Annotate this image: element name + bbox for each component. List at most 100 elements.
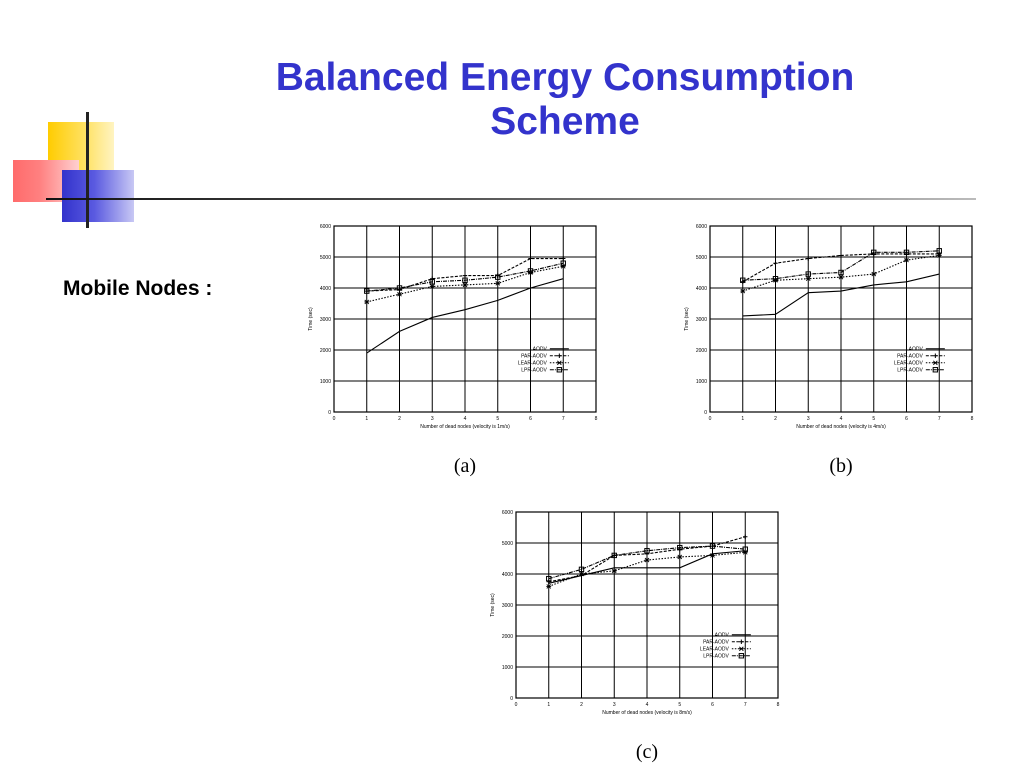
data-point [773, 261, 778, 266]
data-point [740, 279, 745, 284]
data-point [838, 269, 844, 276]
data-point [396, 285, 403, 291]
data-point [429, 284, 435, 289]
data-point [710, 553, 715, 558]
data-point [806, 256, 811, 261]
y-tick-label: 4000 [502, 572, 513, 578]
chart-caption: (a) [454, 455, 476, 477]
chart-grid [515, 511, 779, 699]
data-point [838, 253, 844, 258]
series-aodv [366, 278, 564, 354]
chart-grid [333, 225, 597, 413]
x-tick-label: 5 [872, 416, 875, 422]
legend-marker [738, 646, 744, 652]
y-tick-label: 3000 [502, 603, 513, 609]
data-point [805, 271, 811, 277]
data-point [742, 546, 748, 552]
legend-label: LEAR-AODV [700, 647, 730, 653]
data-point [677, 544, 683, 551]
x-tick-label: 1 [365, 416, 368, 422]
x-tick-label: 2 [398, 416, 401, 422]
x-tick-label: 6 [711, 702, 714, 708]
x-tick-label: 5 [678, 702, 681, 708]
x-tick-label: 7 [938, 416, 941, 422]
x-tick-label: 6 [905, 416, 908, 422]
series-lpr-aodv [740, 248, 942, 283]
x-axis-label: Number of dead nodes (velocity is 1m/s) [420, 424, 510, 430]
y-tick-label: 4000 [696, 286, 707, 292]
decor-vertical-line [86, 112, 89, 228]
data-point [709, 543, 716, 549]
x-tick-label: 0 [709, 416, 712, 422]
data-point [364, 288, 370, 294]
legend-marker [556, 367, 563, 373]
legend-marker [556, 360, 562, 366]
section-label: Mobile Nodes : [63, 277, 213, 300]
x-tick-label: 8 [595, 416, 598, 422]
data-point [677, 554, 683, 560]
y-tick-label: 1000 [502, 665, 513, 671]
series-line [742, 250, 940, 281]
x-tick-label: 1 [547, 702, 550, 708]
x-tick-label: 2 [774, 416, 777, 422]
legend-label: PAR-AODV [521, 354, 547, 360]
y-tick-label: 6000 [696, 224, 707, 230]
y-axis-label: Time (sec) [490, 593, 496, 617]
x-tick-label: 3 [613, 702, 616, 708]
x-tick-label: 6 [529, 416, 532, 422]
legend-label: AODV [533, 347, 548, 353]
slide-title-line-2: Scheme [490, 100, 640, 143]
y-tick-label: 5000 [502, 541, 513, 547]
x-axis-label: Number of dead nodes (velocity is 8m/s) [602, 710, 692, 716]
y-tick-label: 0 [328, 410, 331, 416]
data-point [871, 249, 877, 256]
x-tick-label: 4 [646, 702, 649, 708]
y-tick-label: 2000 [696, 348, 707, 354]
data-point [644, 548, 650, 554]
legend-label: PAR-AODV [703, 640, 729, 646]
x-tick-label: 7 [744, 702, 747, 708]
data-point [430, 276, 435, 281]
data-point [936, 253, 942, 258]
slide-title-line-1: Balanced Energy Consumption [275, 56, 855, 99]
legend-marker [557, 353, 562, 358]
legend-marker [933, 353, 938, 358]
legend-marker [738, 653, 745, 659]
x-tick-label: 4 [840, 416, 843, 422]
data-point [546, 579, 551, 584]
x-tick-label: 3 [807, 416, 810, 422]
y-axis-label: Time (sec) [684, 307, 690, 331]
plot-frame [709, 225, 973, 413]
legend-label: AODV [909, 347, 924, 353]
data-point [871, 251, 876, 257]
data-point [546, 584, 552, 589]
y-tick-label: 2000 [502, 634, 513, 640]
data-point [527, 268, 534, 274]
legend-marker [932, 367, 939, 373]
decor-blue-square [62, 170, 134, 222]
series-lpr-aodv [546, 543, 748, 582]
data-point [740, 288, 746, 294]
data-point [578, 566, 585, 573]
data-point [397, 291, 402, 297]
data-point [611, 568, 617, 574]
y-tick-label: 1000 [320, 379, 331, 385]
y-tick-label: 6000 [502, 510, 513, 516]
data-point [805, 276, 811, 282]
data-point [560, 260, 566, 266]
data-point [871, 271, 877, 277]
data-point [462, 282, 468, 288]
plot-frame [333, 225, 597, 413]
data-point [495, 281, 501, 286]
y-tick-label: 1000 [696, 379, 707, 385]
x-axis-label: Number of dead nodes (velocity is 4m/s) [796, 424, 886, 430]
data-point [364, 299, 370, 305]
chart-caption: (b) [829, 455, 852, 477]
data-point [462, 277, 468, 283]
